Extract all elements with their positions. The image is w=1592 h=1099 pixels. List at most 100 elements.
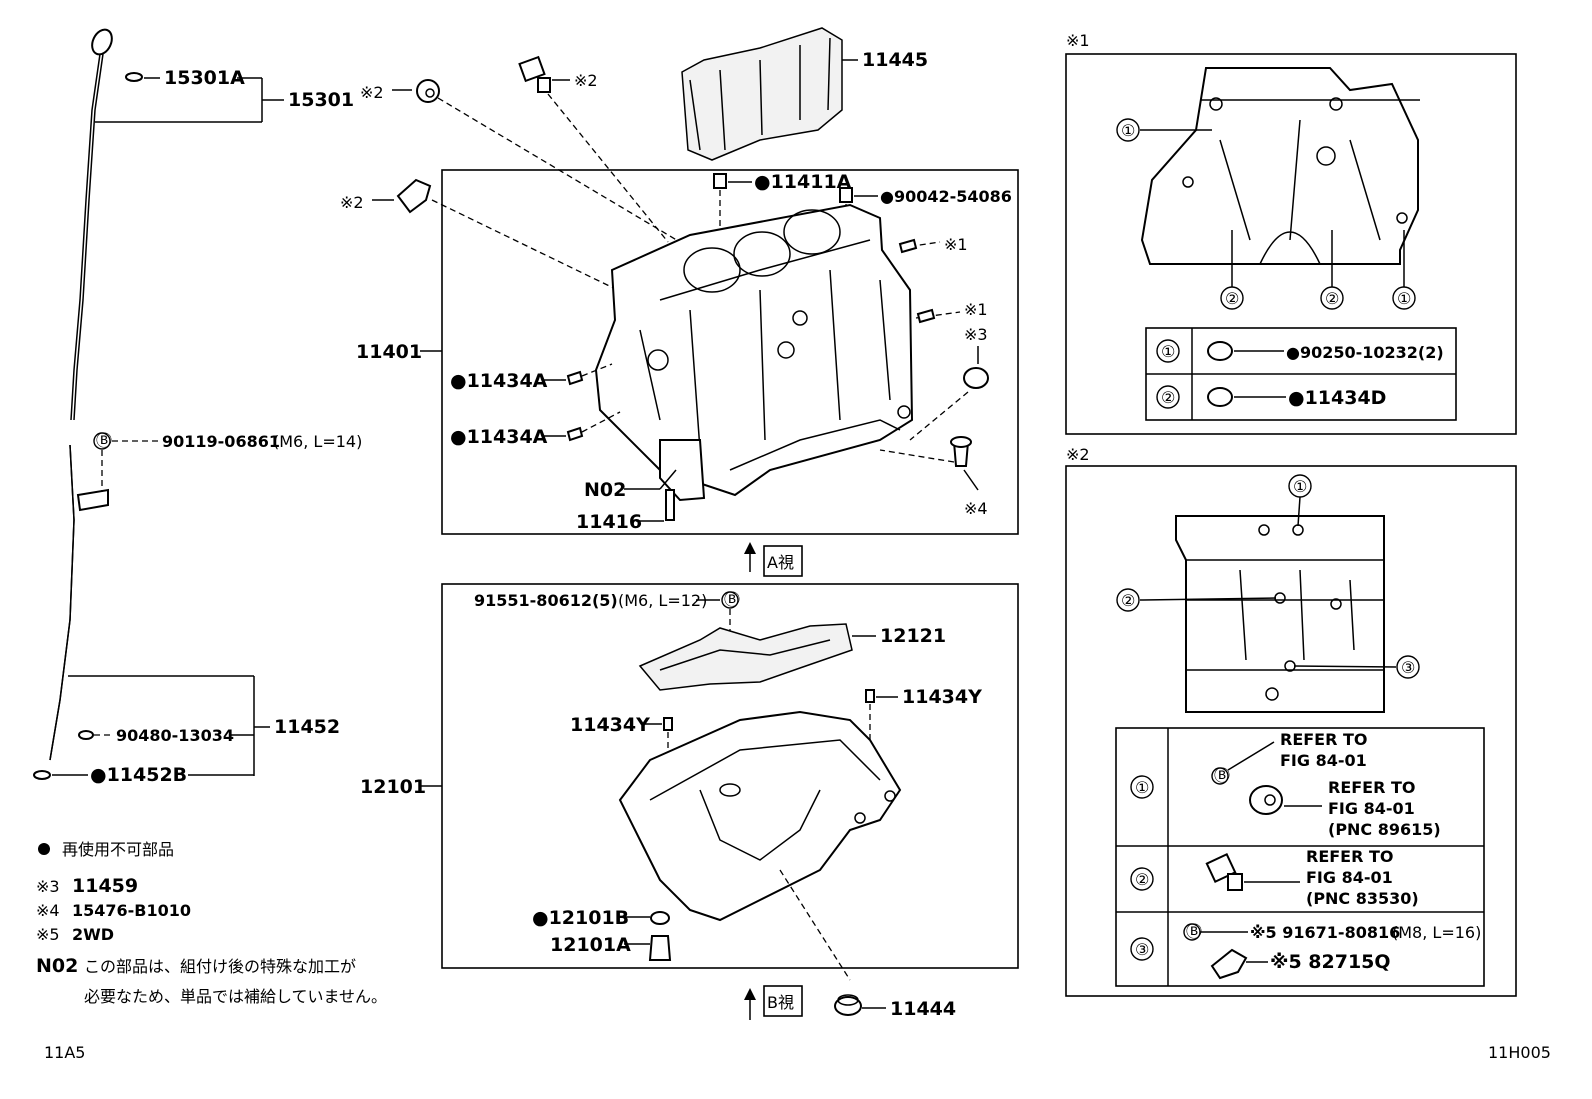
label-11452: 11452 xyxy=(274,716,340,738)
inset2-row3-num: ③ xyxy=(1135,940,1149,959)
legend-note3-mark: ※3 xyxy=(36,877,60,896)
baffle-plate-12121 xyxy=(638,623,853,691)
pin-icon xyxy=(898,238,918,254)
inset1-row2-part: ●11434D xyxy=(1288,387,1386,409)
footer-left-code: 11A5 xyxy=(44,1043,85,1062)
label-12101A: 12101A xyxy=(550,934,631,956)
legend-n02-line1: この部品は、組付け後の特殊な加工が xyxy=(84,957,356,976)
inset2-callout-3: ③ xyxy=(1401,658,1415,677)
view-a-label: A視 xyxy=(767,553,794,572)
insulator-11445 xyxy=(681,27,843,161)
label-12101B: ●12101B xyxy=(532,907,629,929)
drain-plug-12101A xyxy=(648,935,672,961)
arrow-up-icon xyxy=(744,542,756,554)
mark-4: ※4 xyxy=(964,499,988,518)
label-90480: 90480-13034 xyxy=(116,726,234,745)
block-frame xyxy=(441,169,1019,535)
label-11411A: ●11411A xyxy=(754,171,852,193)
mark-2b: ※2 xyxy=(574,71,598,90)
label-90119-spec: (M6, L=14) xyxy=(273,432,362,451)
label-90119: 90119-06861 xyxy=(162,432,280,451)
legend-bullet-text: 再使用不可部品 xyxy=(62,840,174,859)
b-mark-circle xyxy=(93,432,111,450)
pin-11434A-icon xyxy=(566,370,584,386)
pin-11434Y-icon xyxy=(865,689,875,703)
inset1-title: ※1 xyxy=(1066,31,1090,50)
label-91551: 91551-80612(5) xyxy=(474,591,618,610)
legend-note4-value: 15476-B1010 xyxy=(72,901,191,920)
inset1-callout-1b: ① xyxy=(1397,289,1411,308)
inset2-callout-1: ① xyxy=(1293,477,1307,496)
dowel-11411A xyxy=(713,173,727,189)
label-11401: 11401 xyxy=(356,341,422,363)
inset2-frame xyxy=(1065,465,1517,997)
label-11434A-1: ●11434A xyxy=(450,370,548,392)
b-mark: Ⓑ xyxy=(724,590,740,609)
label-11434A-2: ●11434A xyxy=(450,426,548,448)
knock-sensor-icon xyxy=(416,79,440,103)
view-b-box xyxy=(763,985,803,1017)
inset2-row1-line1: REFER TO xyxy=(1280,730,1368,749)
inset2-row1-b-mark: Ⓑ xyxy=(1214,766,1230,785)
inset1-pin-icon xyxy=(1207,387,1233,407)
legend-note5-mark: ※5 xyxy=(36,925,60,944)
arrow-up-icon xyxy=(744,988,756,1000)
inset2-row1-line5: (PNC 89615) xyxy=(1328,820,1441,839)
bracket-icon xyxy=(396,178,432,214)
mark-2c: ※2 xyxy=(340,193,364,212)
footer-right-code: 11H005 xyxy=(1488,1043,1551,1062)
label-11444: 11444 xyxy=(890,998,956,1020)
view-a-box xyxy=(763,545,803,577)
o-ring-11452B xyxy=(33,770,51,780)
legend-bullet-icon xyxy=(38,843,50,855)
mark-1a: ※1 xyxy=(944,235,968,254)
inset2-row3-b-mark: Ⓑ xyxy=(1186,922,1202,941)
inset2-row1-line4: FIG 84-01 xyxy=(1328,799,1415,818)
inset2-row1-line2: FIG 84-01 xyxy=(1280,751,1367,770)
view-b-label: B視 xyxy=(767,993,794,1012)
pin-icon xyxy=(916,308,936,324)
inset2-row2-num: ② xyxy=(1135,870,1149,889)
b-mark: Ⓑ xyxy=(96,431,112,450)
dipstick-guide-11452 xyxy=(49,444,109,761)
inset1-callout-1a: ① xyxy=(1121,121,1135,140)
inset2-row2-line1: REFER TO xyxy=(1306,847,1394,866)
inset1-row1-part: ●90250-10232(2) xyxy=(1286,343,1444,362)
inset2-row2-line3: (PNC 83530) xyxy=(1306,889,1419,908)
inset1-plug-icon xyxy=(1207,341,1233,361)
label-15301: 15301 xyxy=(288,89,354,111)
plug-11459 xyxy=(963,367,989,389)
gasket-12101B xyxy=(650,911,670,925)
inset1-block-rear-view xyxy=(1140,67,1420,265)
inset2-row3-part2: ※5 82715Q xyxy=(1270,951,1391,973)
inset1-callout-2b: ② xyxy=(1325,289,1339,308)
inset2-title: ※2 xyxy=(1066,445,1090,464)
label-15301A: 15301A xyxy=(164,67,245,89)
label-11434Y-2: 11434Y xyxy=(902,686,982,708)
inset1-row1-num: ① xyxy=(1161,342,1175,361)
label-N02: N02 xyxy=(584,479,626,501)
pin-11434A-icon xyxy=(566,426,584,442)
inset2-callout-2: ② xyxy=(1121,591,1135,610)
mark-3: ※3 xyxy=(964,325,988,344)
inset2-table xyxy=(1115,727,1485,987)
label-11452B: ●11452B xyxy=(90,764,187,786)
legend-n02-line2: 必要なため、単品では補給していません。 xyxy=(84,987,387,1006)
legend-n02-code: N02 xyxy=(36,955,78,977)
inset1-row2-num: ② xyxy=(1161,388,1175,407)
inset1-callout-2a: ② xyxy=(1225,289,1239,308)
oil-pan-12101 xyxy=(618,710,902,922)
knock-sensor-icon xyxy=(1249,785,1283,815)
inset2-block-side-view xyxy=(1175,515,1385,713)
bolt-11416 xyxy=(665,489,675,521)
dipstick-15301 xyxy=(70,28,113,421)
label-11434Y-1: 11434Y xyxy=(570,714,650,736)
plug-11444 xyxy=(834,996,862,1016)
label-11416: 11416 xyxy=(576,511,642,533)
inset2-row3-part1: ※5 91671-80816 xyxy=(1250,923,1400,942)
o-ring-15301A xyxy=(125,72,143,82)
legend-note3-value: 11459 xyxy=(72,875,138,897)
inset2-row1-num: ① xyxy=(1135,778,1149,797)
bracket-icon xyxy=(1210,948,1248,980)
inset1-frame xyxy=(1065,53,1517,435)
